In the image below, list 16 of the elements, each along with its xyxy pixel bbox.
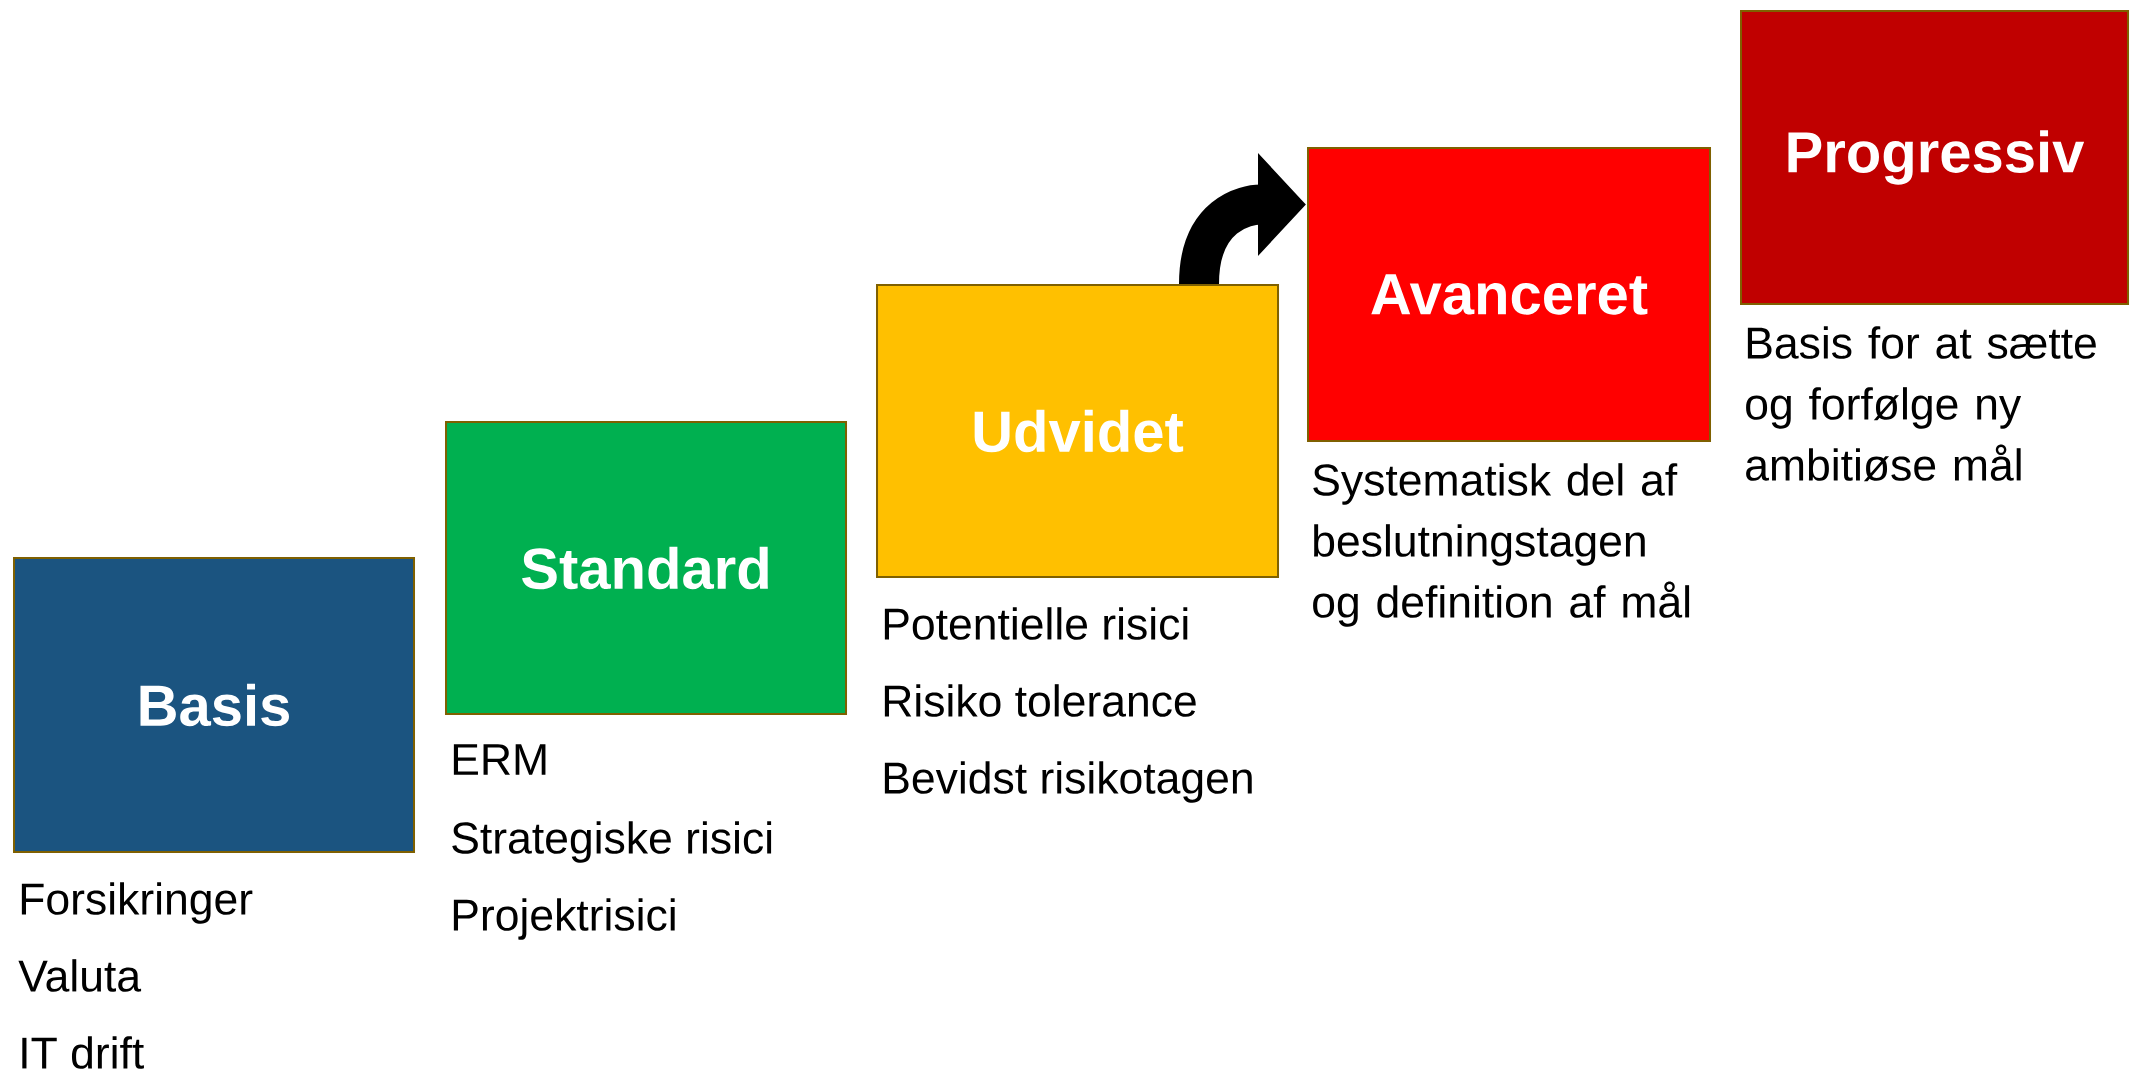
- step-description: Systematisk del af beslutningstagen og definition af mål: [1313, 463, 1690, 627]
- step-item: Bevidst risikotagen: [884, 761, 1252, 803]
- step-item: Valuta: [18, 959, 142, 992]
- step-box: Progressiv: [1740, 10, 2129, 305]
- step-description: Basis for at sætte og forfølge ny ambitiøse mål: [1746, 326, 2096, 482]
- step-item: Projektrisici: [453, 898, 675, 940]
- step-item: Risiko tolerance: [884, 684, 1196, 717]
- step-item: Strategiske risici: [452, 821, 772, 863]
- step-box: Udvidet: [876, 284, 1279, 578]
- step-item: IT drift: [22, 1036, 144, 1069]
- step-item: Potentielle risici: [884, 607, 1188, 640]
- step-item: Forsikringer: [21, 882, 253, 924]
- step-box: Basis: [13, 557, 415, 853]
- step-box: Avanceret: [1307, 147, 1711, 442]
- step-box: Standard: [445, 421, 847, 715]
- step-item: ERM: [453, 744, 546, 775]
